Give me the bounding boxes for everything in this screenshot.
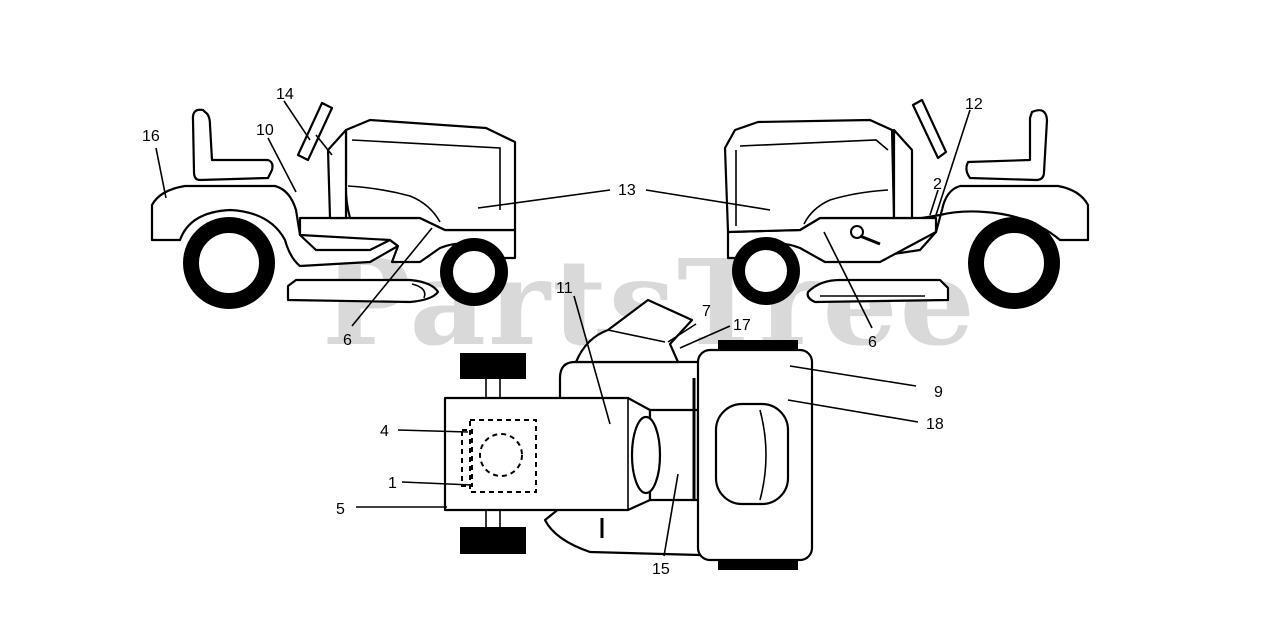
callout-18: 18 [926,416,944,433]
right-hood-curve [803,189,889,225]
top-seat [714,402,790,506]
leader-14 [283,100,311,141]
callout-2: 2 [933,176,942,193]
leader-6-right [823,231,873,329]
left-rear-hub [197,231,261,295]
top-front-wheel-lower [460,527,526,554]
callout-labels: 14 10 16 13 6 6 12 2 11 7 17 9 18 4 1 5 … [142,86,983,578]
leader-16 [155,147,167,199]
left-front-hub [451,249,497,295]
callout-15: 15 [652,561,670,578]
right-side-view [723,98,1090,309]
callout-16: 16 [142,128,160,145]
leader-6-left [351,227,433,327]
left-dash [326,128,348,220]
top-steering-wheel [630,415,662,495]
top-engine-outline [469,419,537,493]
right-rear-hub [982,231,1046,295]
right-lever [859,234,881,246]
right-steering-wheel [911,98,948,160]
leader-13-right [645,189,771,211]
callout-5: 5 [336,501,345,518]
leader-1 [401,481,473,486]
leader-18 [787,399,919,423]
left-seat [191,108,274,182]
left-rear-body [150,184,400,268]
leader-9 [789,365,917,387]
callout-9: 9 [934,384,943,401]
callout-10: 10 [256,122,274,139]
top-front-wheel-upper [460,353,526,379]
callout-13: 13 [618,182,636,199]
leader-2 [929,189,939,216]
leader-15 [663,473,679,557]
top-rear-wheel-lower [718,560,798,570]
left-hood [344,118,517,232]
right-mower-deck [806,278,950,304]
top-chute-line [607,329,666,343]
right-hood-line [739,139,889,151]
right-seat [965,109,1049,182]
top-seat-inner [759,409,767,501]
callout-1: 1 [388,475,397,492]
top-engine-side [461,429,473,487]
leader-12 [935,109,971,216]
callout-7: 7 [702,303,711,320]
top-engine-circle [479,433,523,477]
callout-11: 11 [556,280,573,297]
right-front-hub [743,248,789,294]
left-mower-deck [286,278,440,304]
callout-14: 14 [276,86,294,103]
leader-lines [155,100,971,557]
leader-10 [267,137,297,193]
leader-4 [397,429,469,433]
top-hood [443,396,652,512]
right-dash [892,128,914,220]
top-chute-marker [667,323,697,343]
left-steering-wheel [296,101,334,162]
top-rear-wheel-upper [718,340,798,350]
left-side-view [150,101,517,309]
callout-4: 4 [380,423,389,440]
right-lever-knob [850,225,864,239]
left-deck-chute [411,283,426,299]
leader-13-left [477,189,611,209]
callout-17: 17 [733,317,751,334]
callout-6-right: 6 [868,334,877,351]
callout-6-left: 6 [343,332,352,349]
left-steering-column [315,134,333,156]
top-view [443,298,814,570]
leader-11 [573,295,611,425]
leader-17 [679,325,731,349]
callout-12: 12 [965,96,983,113]
left-hood-line [351,139,501,210]
top-discharge-chute [574,298,694,364]
left-hood-curve [347,185,441,223]
